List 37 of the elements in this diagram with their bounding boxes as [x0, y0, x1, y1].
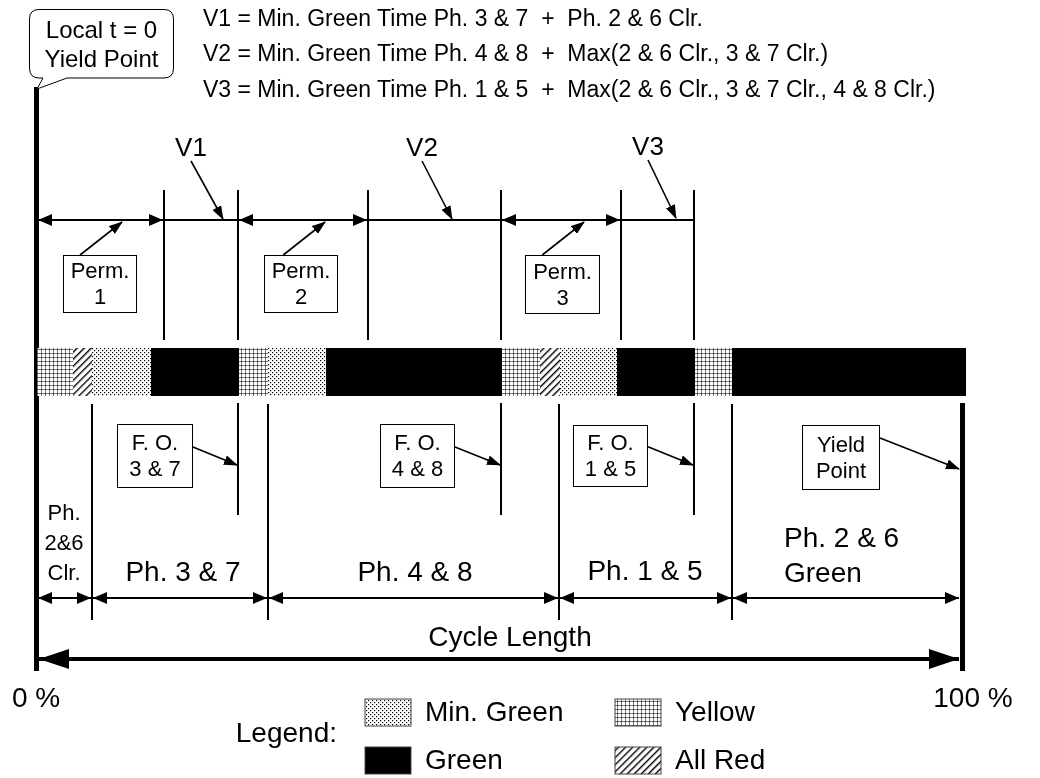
label-box: Perm. 2 [264, 255, 338, 313]
leader-arrow [541, 221, 585, 256]
leader-arrow [79, 221, 123, 256]
diagram-text: 0 % [11, 684, 61, 712]
leader-arrow [282, 221, 326, 256]
leader-arrow [190, 160, 224, 220]
diagram-text: Ph. 2 & 6 Green [784, 521, 901, 590]
diagram-text: V1 = Min. Green Time Ph. 3 & 7 + Ph. 2 & 6 Clr. [203, 6, 703, 30]
interval-label: V1 [172, 133, 210, 161]
label-box: Perm. 3 [525, 255, 600, 314]
diagram-text: Ph. 1 & 5 [587, 557, 703, 585]
leader-arrow [421, 160, 453, 220]
leader-arrow [647, 445, 694, 466]
legend-label: Min. Green [425, 698, 564, 726]
interval-label: V3 [629, 132, 667, 160]
label-box: F. O. 4 & 8 [380, 424, 455, 488]
diagram-text: 100 % [933, 684, 1013, 712]
leader-arrow [454, 446, 501, 466]
label-box: F. O. 3 & 7 [117, 424, 193, 488]
leader-arrow [879, 437, 960, 470]
label-box: Yield Point [802, 425, 880, 490]
legend-label: Yellow [675, 698, 755, 726]
interval-label: V2 [403, 133, 441, 161]
legend-label: All Red [675, 746, 766, 774]
diagram-text: Legend: [235, 719, 337, 747]
diagram-text: V2 = Min. Green Time Ph. 4 & 8 + Max(2 & 6 Clr., 3 & 7 Clr.) [203, 41, 829, 65]
diagram-text: Ph. 3 & 7 [125, 558, 241, 586]
leader-arrow [647, 159, 677, 219]
diagram-text: V3 = Min. Green Time Ph. 1 & 5 + Max(2 & 6 Clr., 3 & 7 Clr., 4 & 8 Clr.) [203, 77, 936, 101]
diagram-text: Ph. 4 & 8 [357, 558, 473, 586]
leader-arrow [192, 446, 238, 466]
callout-bubble: Local t = 0 Yield Point [29, 9, 174, 90]
diagram-text: Cycle Length [428, 623, 592, 651]
diagram-text: Ph. 2&6 Clr. [43, 499, 85, 587]
legend-label: Green [425, 746, 503, 774]
label-box: F. O. 1 & 5 [573, 425, 648, 487]
label-box: Perm. 1 [63, 255, 137, 313]
